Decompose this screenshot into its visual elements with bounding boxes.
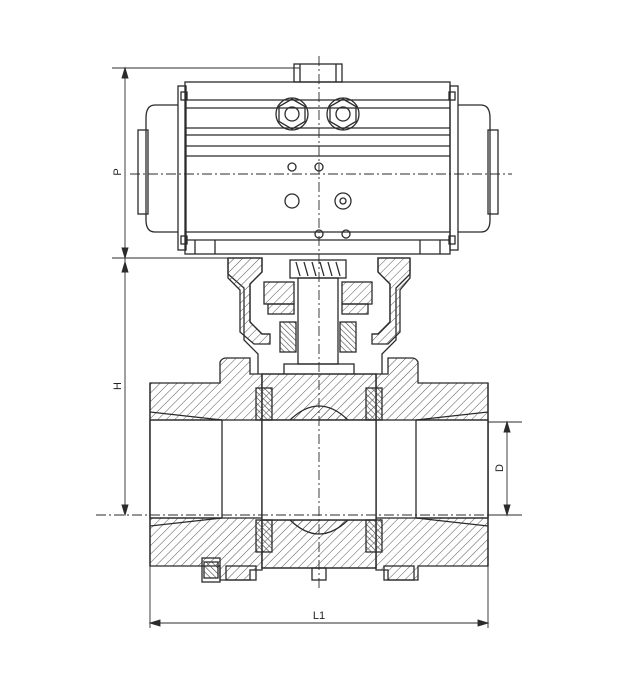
dimension-h-label: H xyxy=(112,382,124,390)
center-lines xyxy=(96,56,520,590)
port-right-icon xyxy=(326,97,360,131)
dimension-l1-label: L1 xyxy=(313,610,325,622)
dimension-lines xyxy=(112,66,522,628)
mounting-bracket xyxy=(227,257,411,415)
dimension-p-label: P xyxy=(112,168,124,175)
port-left-icon xyxy=(275,97,309,131)
dimension-d-label: D xyxy=(494,464,506,472)
pneumatic-actuator xyxy=(137,63,499,255)
